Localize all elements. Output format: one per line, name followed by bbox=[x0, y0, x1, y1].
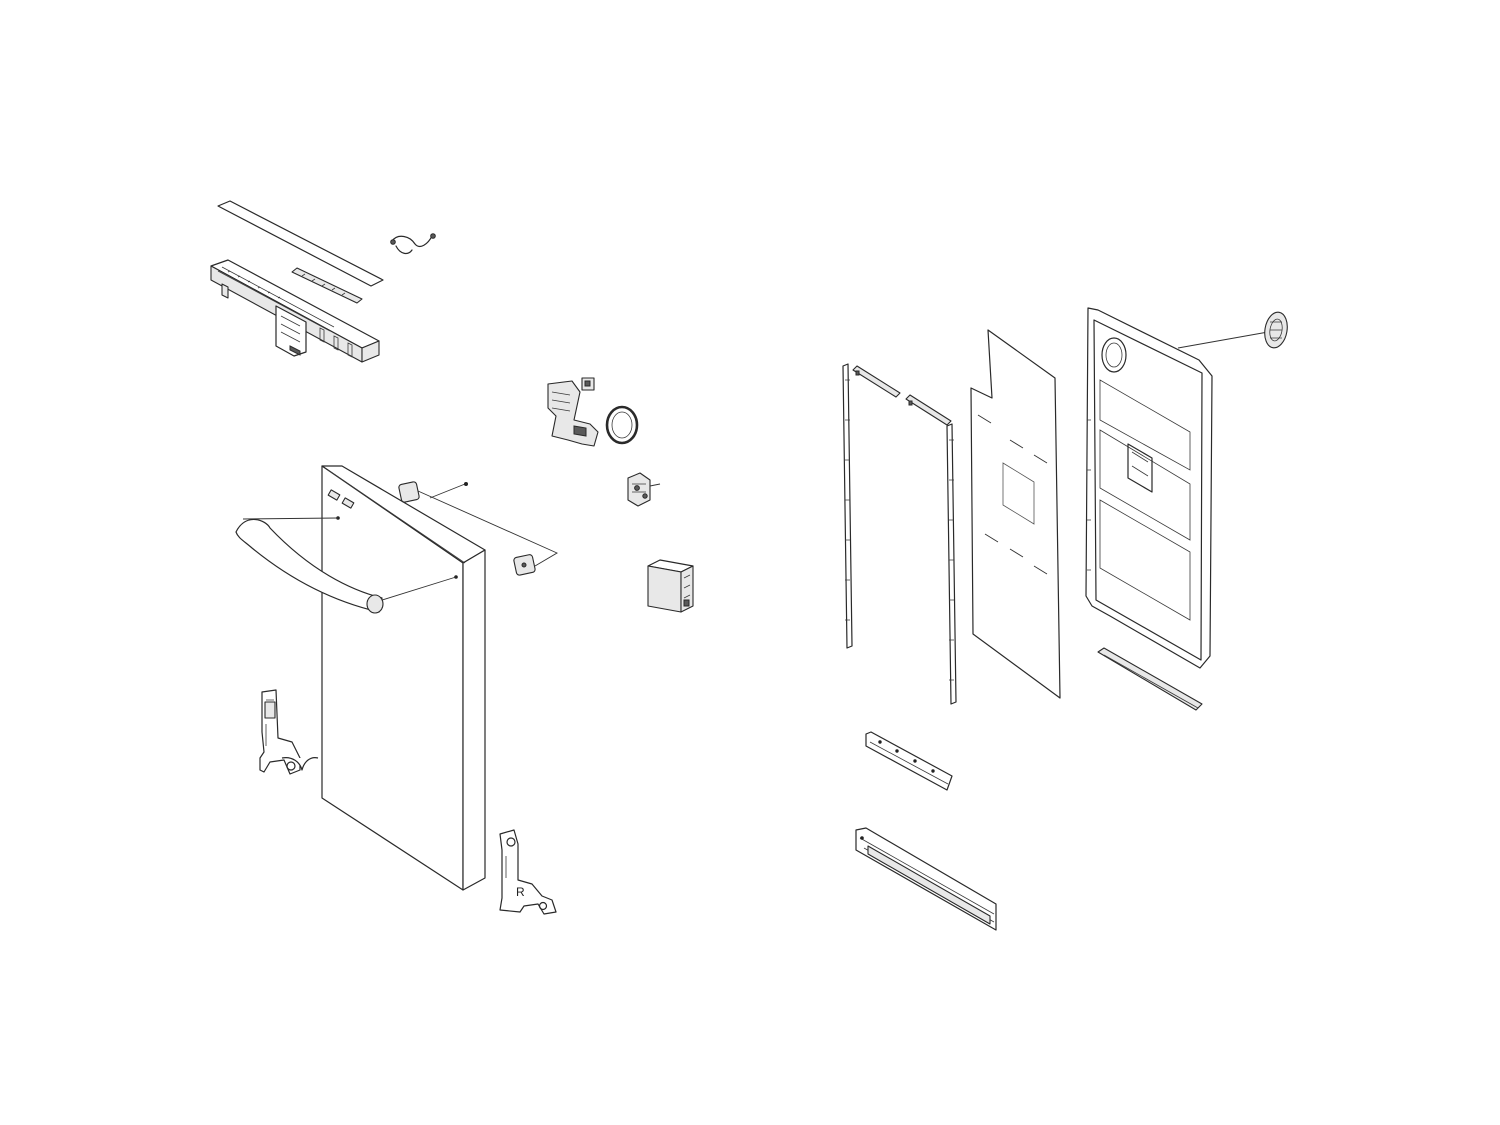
door-gasket-ring bbox=[605, 405, 639, 445]
door-insulation-sheet bbox=[970, 329, 1061, 699]
vent-leader-line bbox=[1177, 331, 1269, 349]
right-hinge-label: R bbox=[516, 885, 525, 899]
door-latch-assembly bbox=[547, 377, 599, 447]
door-bottom-trim bbox=[855, 827, 997, 931]
control-panel-wire-harness bbox=[390, 233, 436, 255]
bottom-door-seal bbox=[1097, 647, 1203, 711]
inner-door-panel bbox=[1085, 307, 1213, 669]
right-door-hinge: R bbox=[499, 829, 557, 915]
right-side-door-seal bbox=[905, 394, 957, 705]
door-bottom-bracket bbox=[865, 731, 953, 791]
left-side-door-seal bbox=[842, 363, 901, 649]
control-panel-overlay-strip bbox=[217, 200, 384, 287]
detergent-dispenser bbox=[647, 559, 694, 613]
door-spacer-bottom bbox=[513, 554, 536, 576]
door-handle bbox=[235, 518, 384, 614]
outer-door-panel bbox=[321, 465, 486, 891]
control-panel-housing bbox=[210, 259, 380, 363]
left-door-hinge bbox=[259, 689, 319, 775]
door-switch bbox=[627, 472, 661, 507]
control-panel-button-strip bbox=[291, 267, 363, 304]
door-assembly-leader-lines bbox=[242, 482, 558, 602]
vent-cap bbox=[1264, 311, 1288, 349]
door-spacer-top bbox=[398, 481, 420, 503]
